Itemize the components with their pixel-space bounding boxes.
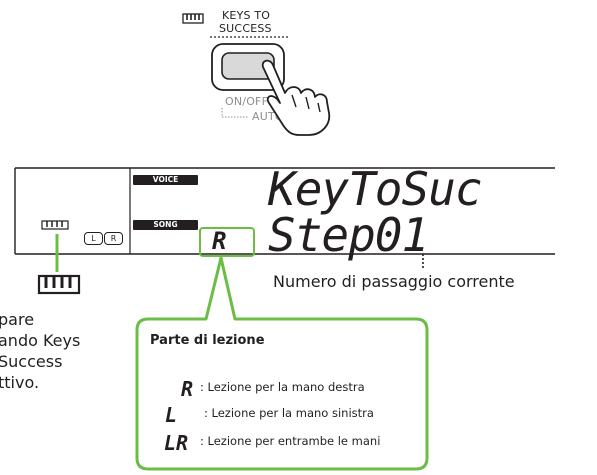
- keyboard-small-icon: [41, 220, 69, 230]
- song-badge: SONG: [133, 220, 198, 230]
- keys-to-success-button[interactable]: [210, 42, 290, 94]
- kts-label-line2: SUCCESS: [219, 22, 272, 35]
- left-note-line3: Success: [0, 352, 63, 371]
- pressing-hand-icon: [261, 59, 331, 136]
- left-note-line2: ando Keys: [0, 331, 81, 350]
- auto-bracket: [221, 108, 248, 118]
- keyboard-icon: [182, 13, 204, 24]
- legend-text-left-hand: : Lezione per la mano sinistra: [204, 406, 374, 420]
- legend-symbol-l: L: [165, 403, 178, 427]
- left-note-line4: ttivo.: [0, 373, 40, 392]
- kts-label-line1: KEYS TO: [222, 9, 271, 22]
- dotted-separator: [210, 36, 288, 38]
- legend-symbol-lr: LR: [164, 431, 189, 455]
- lcd-top-text: KeyToSuc: [268, 162, 483, 216]
- part-indicator-highlight: [199, 227, 255, 257]
- r-indicator: R: [104, 232, 123, 245]
- lcd-frame: [14, 167, 555, 255]
- on-off-label: ON/OFF: [225, 95, 269, 108]
- lcd-bottom-text: Step01: [268, 208, 429, 262]
- left-note-line1: pare: [0, 310, 35, 329]
- voice-badge: VOICE: [133, 175, 198, 185]
- step-number-caption: Numero di passaggio corrente: [273, 272, 515, 291]
- keyboard-callout: [37, 234, 81, 295]
- lesson-box-title: Parte di lezione: [150, 333, 265, 348]
- legend-text-right-hand: : Lezione per la mano destra: [200, 380, 365, 394]
- l-indicator: L: [84, 232, 103, 245]
- legend-text-both-hands: : Lezione per entrambe le mani: [200, 434, 381, 448]
- lcd-part-indicator: R: [212, 227, 227, 255]
- legend-symbol-r: R: [181, 377, 194, 401]
